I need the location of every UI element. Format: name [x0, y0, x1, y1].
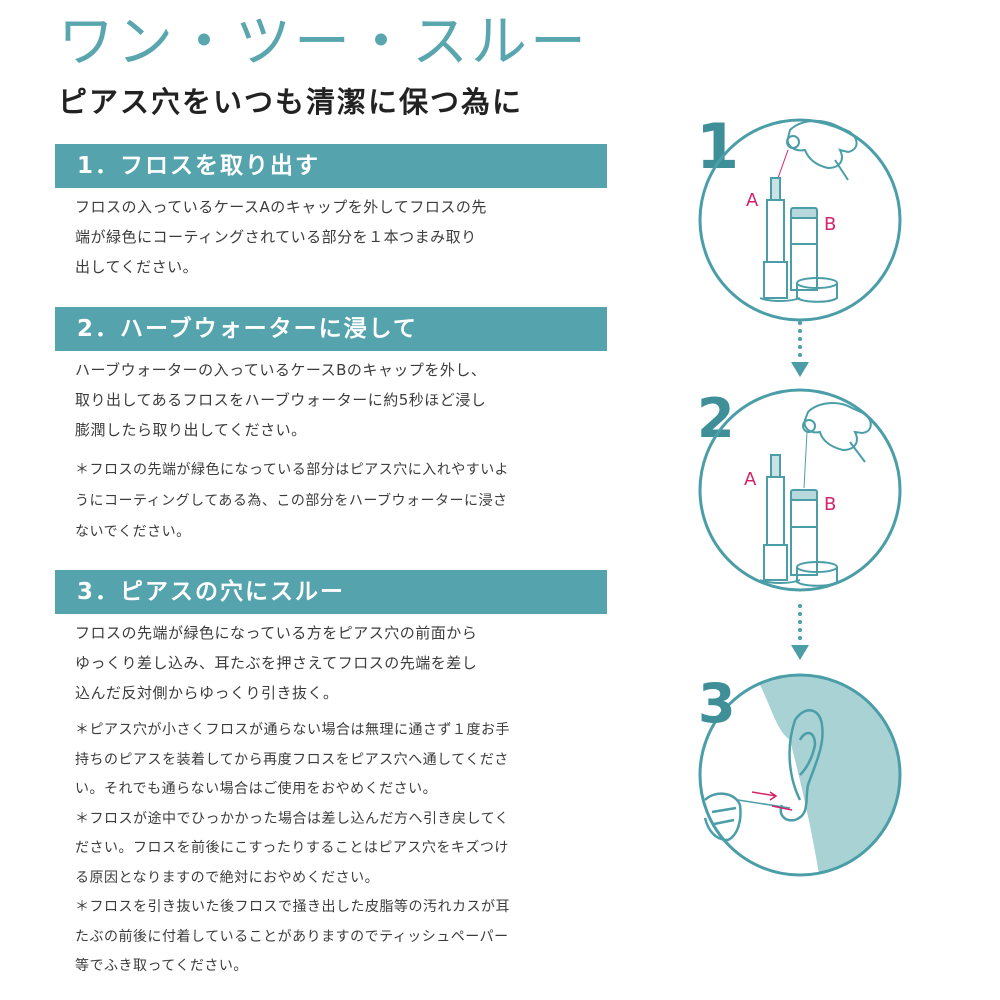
floss-strand: [803, 431, 808, 489]
step-2-body: ハーブウォーターの入っているケースBのキャップを外し、 取り出してあるフロスをハ…: [75, 355, 605, 445]
floss-strand: [777, 149, 789, 179]
step-3-body-line: フロスの先端が緑色になっている方をピアス穴の前面から: [75, 624, 478, 642]
step-2-body-line: 膨潤したら取り出してください。: [75, 421, 307, 439]
step-3-body: フロスの先端が緑色になっている方をピアス穴の前面から ゆっくり差し込み、耳たぶを…: [75, 618, 605, 708]
step-3-illustration: 3: [698, 672, 902, 877]
step-2-circle: [698, 388, 902, 592]
hand-pinching-floss-icon: [786, 119, 858, 181]
step-3-body-line: ゆっくり差し込み、耳たぶを押さえてフロスの先端を差し: [75, 654, 478, 672]
floss-strand: [737, 799, 791, 809]
floss-tip: [771, 805, 793, 811]
case-b-icon: [790, 207, 818, 291]
step-3-notes: ＊ピアス穴が小さくフロスが通らない場合は無理に通さず１度お手 持ちのピアスを装着…: [75, 716, 605, 982]
case-b-label: B: [824, 214, 836, 235]
step-1-body: フロスの入っているケースAのキャップを外してフロスの先 端が緑色にコーティングさ…: [75, 192, 605, 282]
step-2-note-line: ＊フロスの先端が緑色になっている部分はピアス穴に入れやすいよ: [75, 462, 510, 478]
stand-icon: [759, 561, 838, 587]
step-3-heading: 3．ピアスの穴にスルー: [55, 570, 607, 614]
step-1-body-line: フロスの入っているケースAのキャップを外してフロスの先: [75, 198, 487, 216]
hair-shading: [752, 676, 899, 874]
step-3-note-line: 等でふき取ってください。: [75, 958, 248, 974]
step-3-body-line: 込んだ反対側からゆっくり引き抜く。: [75, 684, 339, 702]
step-3-note-line: ださい。フロスを前後にこすったりすることはピアス穴をキズつけ: [75, 840, 509, 856]
illustrations-column: 1 A B 2: [696, 110, 902, 877]
hand-pinching-floss-icon: [802, 402, 872, 463]
step-1-heading: 1．フロスを取り出す: [55, 144, 607, 188]
case-a-label: A: [744, 469, 757, 490]
page-subtitle: ピアス穴をいつも清潔に保つ為に: [58, 85, 524, 119]
step-3-note-line: ＊ピアス穴が小さくフロスが通らない場合は無理に通さず１度お手: [75, 722, 510, 738]
case-a-icon: [763, 177, 788, 299]
step-3-note-line: ＊フロスが途中でひっかかった場合は差し込んだ方へ引き戻してく: [75, 810, 510, 827]
step-3-note-line: 持ちのピアスを装着してから再度フロスをピアス穴へ通してくださ: [75, 751, 509, 768]
step-2-heading: 2．ハーブウォーターに浸して: [55, 307, 607, 351]
case-a-label: A: [746, 190, 759, 211]
case-b-icon: [790, 489, 818, 576]
step-3-circle: [698, 673, 902, 877]
down-arrow-icon: [791, 321, 809, 377]
direction-arrow-icon: [751, 791, 778, 801]
step-3-number: 3: [698, 672, 736, 735]
step-3-note-line: る原因となりますので絶対におやめください。: [75, 869, 380, 886]
case-b-label: B: [824, 494, 836, 515]
down-arrow-icon: [791, 604, 809, 660]
step-3-note-line: たぶの前後に付着していることがありますのでティッシュペーパー: [75, 928, 509, 945]
step-1-circle: [698, 118, 902, 322]
case-a-icon: [763, 454, 788, 581]
step-2-note-line: ないでください。: [75, 524, 191, 540]
step-1-body-line: 端が緑色にコーティングされている部分を１本つまみ取り: [75, 228, 477, 246]
page-title: ワン・ツー・スルー: [58, 10, 589, 75]
stand-icon: [759, 277, 838, 303]
step-1-illustration: 1 A B: [696, 110, 902, 322]
step-2-notes: ＊フロスの先端が緑色になっている部分はピアス穴に入れやすいよ うにコーティングし…: [75, 455, 605, 548]
step-3-note-line: ＊フロスを引き抜いた後フロスで掻き出した皮脂等の汚れカスが耳: [75, 899, 510, 915]
step-3-note-line: い。それでも通らない場合はご使用をおやめください。: [75, 781, 438, 797]
step-2-body-line: ハーブウォーターの入っているケースBのキャップを外し、: [75, 361, 487, 379]
step-2-note-line: うにコーティングしてある為、この部分をハーブウォーターに浸さ: [75, 493, 508, 509]
ear-floss-icon: [703, 709, 824, 842]
step-2-illustration: 2 A B: [697, 387, 902, 592]
step-1-body-line: 出してください。: [75, 258, 199, 276]
step-2-body-line: 取り出してあるフロスをハーブウォーターに約5秒ほど浸し: [75, 391, 487, 409]
